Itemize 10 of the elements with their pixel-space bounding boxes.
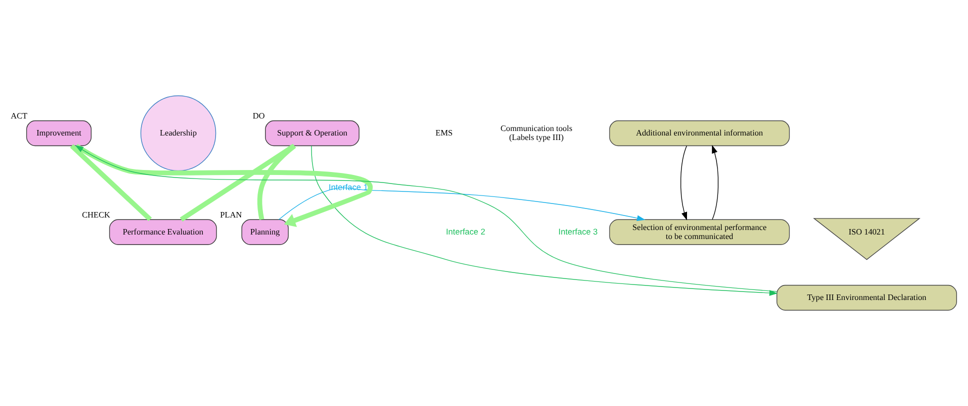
- arrow: [712, 144, 719, 220]
- connector: [70, 144, 152, 222]
- connector: [257, 144, 296, 220]
- connector: [180, 144, 296, 222]
- edge-label: Interface 2: [446, 226, 486, 236]
- arrow: [75, 145, 778, 292]
- arrow: [680, 146, 688, 220]
- arrow: [74, 144, 373, 227]
- arrow: [278, 187, 646, 221]
- edge-label: Interface 3: [558, 226, 598, 236]
